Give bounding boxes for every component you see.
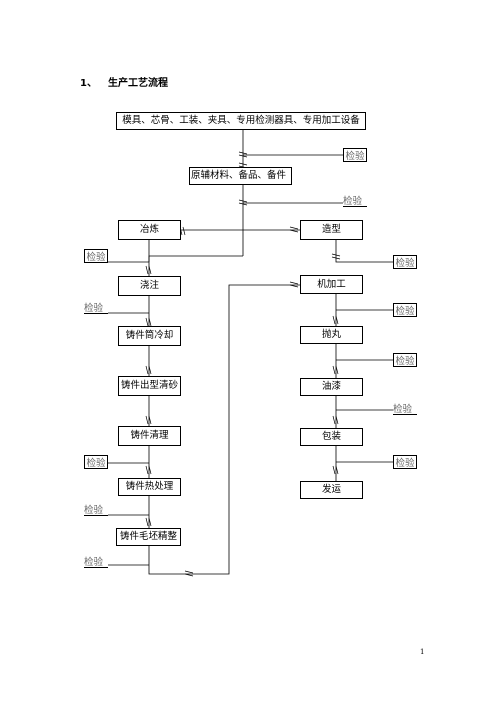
- arrow-mark: [145, 415, 152, 425]
- connector-trunk-pouring: [148, 255, 243, 276]
- node-heat-treatment: 铸件热处理: [118, 478, 181, 496]
- arrow-mark: [289, 226, 299, 233]
- inspection-tag: 检验: [84, 554, 108, 568]
- arrow-mark: [145, 517, 152, 527]
- arrow-mark: [145, 317, 152, 327]
- inspection-tag: 检验: [343, 148, 367, 162]
- arrow-mark: [184, 570, 194, 577]
- inspection-tag: 检验: [393, 401, 417, 415]
- inspection-tag: 检验: [393, 255, 417, 269]
- arrow-mark: [332, 465, 339, 475]
- section-title: 生产工艺流程: [108, 78, 168, 89]
- inspection-tag: 检验: [84, 455, 108, 469]
- section-number: 1、: [80, 78, 97, 89]
- node-pouring: 浇注: [118, 276, 181, 296]
- inspection-tag: 检验: [84, 502, 108, 516]
- node-molding: 造型: [300, 220, 363, 240]
- arrow-mark: [331, 253, 341, 260]
- inspection-tag: 检验: [393, 353, 417, 367]
- page-number: 1: [420, 648, 425, 656]
- arrow-mark: [145, 465, 152, 475]
- node-packing: 包装: [300, 428, 363, 446]
- node-cooling: 铸件筒冷却: [118, 326, 181, 346]
- inspection-tag: 检验: [393, 303, 417, 317]
- arrow-mark: [145, 365, 152, 375]
- arrow-mark: [289, 281, 299, 288]
- section-heading: 1、生产工艺流程: [80, 74, 168, 89]
- node-machining: 机加工: [300, 275, 363, 294]
- node-smelting: 冶炼: [118, 220, 181, 240]
- node-painting: 油漆: [300, 378, 363, 396]
- inspection-tag: 检验: [343, 193, 367, 207]
- node-materials: 原辅材料、备品、备件: [189, 167, 292, 185]
- node-tooling: 模具、芯骨、工装、夹具、专用检测器具、专用加工设备: [116, 112, 366, 130]
- node-shot-blast: 抛丸: [300, 326, 363, 344]
- connector-molding-inspect: [335, 240, 393, 263]
- arrow-mark: [238, 199, 248, 206]
- inspection-tag: 检验: [84, 300, 108, 314]
- node-shakeout: 铸件出型清砂: [118, 376, 181, 396]
- node-cleaning: 铸件清理: [118, 426, 181, 446]
- node-shipping: 发运: [300, 481, 363, 499]
- arrow-mark: [145, 265, 152, 275]
- arrow-mark: [332, 415, 339, 425]
- arrow-mark: [332, 315, 339, 325]
- inspection-tag: 检验: [393, 455, 417, 469]
- inspection-tag: 检验: [84, 249, 108, 263]
- arrow-mark: [238, 151, 248, 158]
- arrow-mark: [332, 365, 339, 375]
- node-finishing: 铸件毛坯精整: [116, 528, 181, 546]
